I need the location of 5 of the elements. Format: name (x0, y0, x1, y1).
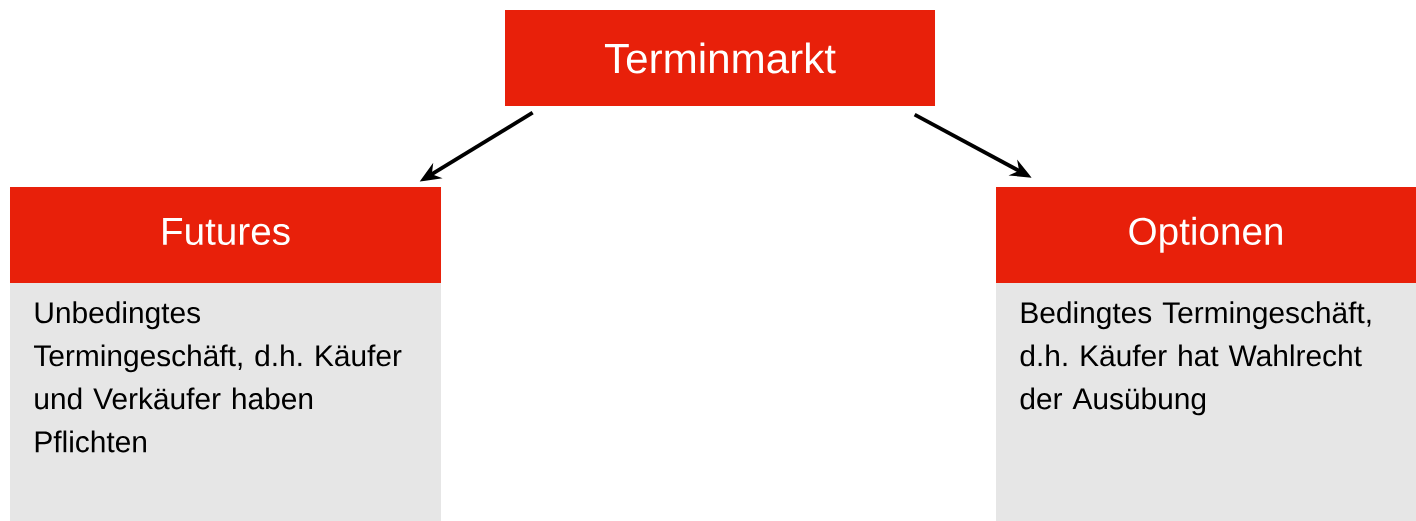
heading-bar: Futures (10, 187, 441, 283)
body-text: Bedingtes Termingeschäft, d.h. Käufer hat Wahlrecht der Ausübung (1020, 301, 1371, 416)
heading-bar: Optionen (996, 187, 1416, 283)
body-text: Unbedingtes Termingeschäft, d.h. Käufer und Verkäufer haben Pflichten (34, 301, 402, 453)
title-box: Terminmarkt (505, 10, 935, 106)
